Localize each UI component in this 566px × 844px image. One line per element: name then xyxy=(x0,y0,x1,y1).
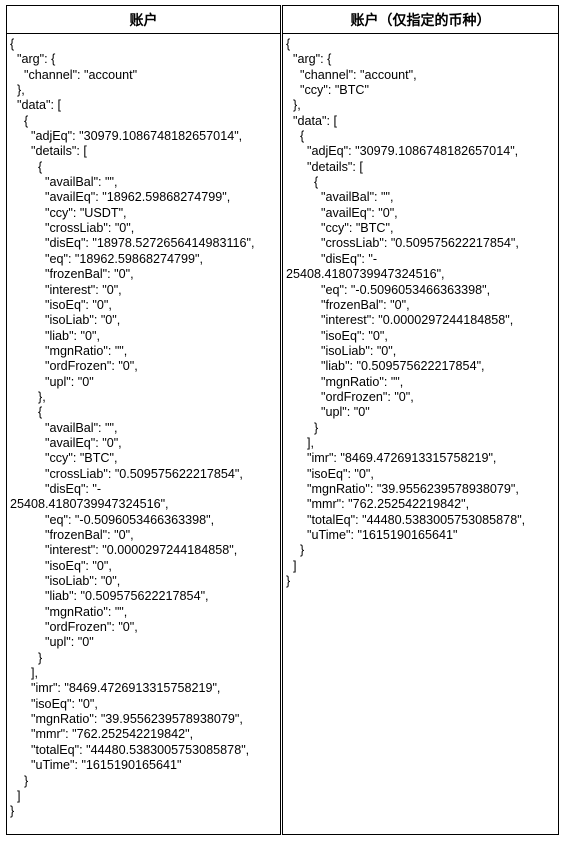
right-code-line: { xyxy=(286,129,305,144)
right-code-line: "mmr": "762.252542219842", xyxy=(286,497,470,512)
left-code-line: "interest": "0", xyxy=(10,282,122,297)
right-code-cell: { "arg": { "channel": "account", "ccy": … xyxy=(281,33,559,835)
header-row: 账户 账户（仅指定的币种） xyxy=(6,5,559,34)
left-code-block: { "arg": { "channel": "account" }, "data… xyxy=(7,34,280,820)
right-code-line: "interest": "0.0000297244184858", xyxy=(286,313,514,328)
header-account: 账户 xyxy=(6,5,283,34)
right-code-line: "availEq": "0", xyxy=(286,205,398,220)
left-code-line: "ccy": "BTC", xyxy=(10,451,118,466)
left-code-line: "mgnRatio": "", xyxy=(10,604,128,619)
left-code-line: "data": [ xyxy=(10,98,61,113)
left-code-line: "eq": "-0.5096053466363398", xyxy=(10,512,215,527)
left-code-line: "availBal": "", xyxy=(10,420,118,435)
right-code-line: ] xyxy=(286,558,297,573)
left-code-line: "isoLiab": "0", xyxy=(10,313,121,328)
left-code-line: "frozenBal": "0", xyxy=(10,528,134,542)
left-code-line: } xyxy=(10,650,43,665)
left-code-line: "mgnRatio": "39.9556239578938079", xyxy=(10,712,243,727)
right-code-line: "data": [ xyxy=(286,113,337,128)
left-code-line: }, xyxy=(10,83,25,98)
left-code-line: "interest": "0.0000297244184858", xyxy=(10,543,238,558)
left-code-line: }, xyxy=(10,389,46,404)
left-code-cell: { "arg": { "channel": "account" }, "data… xyxy=(6,33,283,835)
right-code-line: "adjEq": "30979.1086748182657014", xyxy=(286,144,519,159)
left-code-line: "ordFrozen": "0", xyxy=(10,620,138,635)
left-code-line: "arg": { xyxy=(10,52,56,67)
right-code-line: "imr": "8469.4726913315758219", xyxy=(286,451,497,466)
right-code-line: "isoLiab": "0", xyxy=(286,343,397,358)
left-code-line: "availEq": "18962.59868274799", xyxy=(10,190,231,205)
right-code-line: } xyxy=(286,420,319,435)
left-code-line: "ordFrozen": "0", xyxy=(10,359,138,374)
left-code-line: { xyxy=(10,405,43,420)
left-code-line: "uTime": "1615190165641" xyxy=(10,758,182,773)
left-code-line: "availEq": "0", xyxy=(10,435,122,450)
left-code-line: "mmr": "762.252542219842", xyxy=(10,727,194,742)
right-code-line: "channel": "account", xyxy=(286,67,417,82)
left-code-line: "crossLiab": "0", xyxy=(10,221,135,236)
right-code-line: "crossLiab": "0.509575622217854", xyxy=(286,236,519,251)
left-code-line: { xyxy=(10,159,43,174)
right-code-line: "ccy": "BTC", xyxy=(286,221,394,236)
right-code-line: ], xyxy=(286,435,314,450)
right-code-line: "upl": "0" xyxy=(286,405,370,420)
left-code-line: ] xyxy=(10,788,21,803)
left-code-line: "isoEq": "0", xyxy=(10,297,112,312)
content-row: { "arg": { "channel": "account" }, "data… xyxy=(6,33,559,835)
left-code-line: "isoLiab": "0", xyxy=(10,574,121,589)
right-code-line: "isoEq": "0", xyxy=(286,328,388,343)
right-code-line: "liab": "0.509575622217854", xyxy=(286,359,485,374)
left-code-line: "eq": "18962.59868274799", xyxy=(10,251,203,266)
right-code-line: "ordFrozen": "0", xyxy=(286,389,414,404)
right-code-line: "uTime": "1615190165641" xyxy=(286,528,458,542)
right-code-line: "disEq": "- xyxy=(286,251,378,266)
left-code-line: { xyxy=(10,37,15,51)
right-code-line: "mgnRatio": "", xyxy=(286,374,404,389)
left-code-line: } xyxy=(10,804,15,819)
comparison-table: 账户 账户（仅指定的币种） { "arg": { "channel": "acc… xyxy=(6,5,559,835)
left-code-line: "disEq": "- xyxy=(10,481,102,496)
left-code-line: "availBal": "", xyxy=(10,175,118,190)
right-code-line: "availBal": "", xyxy=(286,190,394,205)
right-code-line: { xyxy=(286,175,319,190)
right-code-line: "totalEq": "44480.5383005753085878", xyxy=(286,512,526,527)
right-code-line: "frozenBal": "0", xyxy=(286,297,410,312)
left-code-line: "imr": "8469.4726913315758219", xyxy=(10,681,221,696)
left-code-line: "channel": "account" xyxy=(10,67,138,82)
left-code-line: 25408.4180739947324516", xyxy=(10,497,169,512)
right-code-line: "details": [ xyxy=(286,159,363,174)
left-code-line: "crossLiab": "0.509575622217854", xyxy=(10,466,243,481)
header-account-specific-currency: 账户（仅指定的币种） xyxy=(281,5,559,34)
left-code-line: "liab": "0", xyxy=(10,328,100,343)
right-code-line: { xyxy=(286,37,291,51)
right-code-line: "isoEq": "0", xyxy=(286,466,374,481)
right-code-line: 25408.4180739947324516", xyxy=(286,267,445,282)
left-code-line: "details": [ xyxy=(10,144,87,159)
left-code-line: "mgnRatio": "", xyxy=(10,343,128,358)
right-code-line: "arg": { xyxy=(286,52,332,67)
right-code-line: "mgnRatio": "39.9556239578938079", xyxy=(286,481,519,496)
left-code-line: "upl": "0" xyxy=(10,374,94,389)
left-code-line: } xyxy=(10,773,29,788)
right-code-block: { "arg": { "channel": "account", "ccy": … xyxy=(283,34,558,589)
left-code-line: "liab": "0.509575622217854", xyxy=(10,589,209,604)
right-code-line: } xyxy=(286,543,305,558)
left-code-line: "frozenBal": "0", xyxy=(10,267,134,282)
left-code-line: "isoEq": "0", xyxy=(10,558,112,573)
right-code-line: "ccy": "BTC" xyxy=(286,83,369,98)
left-code-line: "adjEq": "30979.1086748182657014", xyxy=(10,129,243,144)
left-code-line: "isoEq": "0", xyxy=(10,696,98,711)
left-code-line: "upl": "0" xyxy=(10,635,94,650)
right-code-line: } xyxy=(286,574,291,589)
right-code-line: "eq": "-0.5096053466363398", xyxy=(286,282,491,297)
left-code-line: "ccy": "USDT", xyxy=(10,205,127,220)
left-code-line: "disEq": "18978.5272656414983116", xyxy=(10,236,255,251)
right-code-line: }, xyxy=(286,98,301,113)
left-code-line: { xyxy=(10,113,29,128)
left-code-line: "totalEq": "44480.5383005753085878", xyxy=(10,742,250,757)
left-code-line: ], xyxy=(10,666,38,681)
